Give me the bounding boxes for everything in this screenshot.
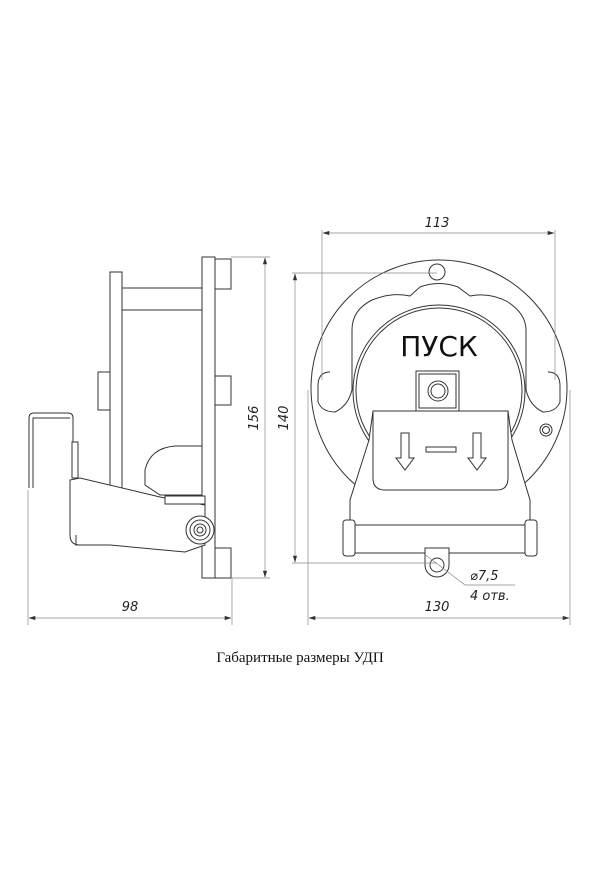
tab-top [214,258,232,290]
front-view: ПУСК 113 140 130 ⌀7,5 4 отв. [277,216,571,625]
arrow-down-icon [395,432,415,471]
dim-156: 156 [247,406,262,431]
mount-hole-top [428,263,446,281]
protective-cover [349,410,531,543]
upper-bar [121,287,203,311]
pusk-label: ПУСК [400,330,478,363]
tab-middle [214,375,232,406]
mount-lug-bottom [424,547,450,578]
side-knob [97,371,111,411]
dim-140: 140 [277,406,292,431]
drawing-caption: Габаритные размеры УДП [216,650,384,666]
hole-diameter: ⌀7,5 [470,569,499,584]
housing-boss [144,445,203,496]
dim-98: 98 [122,600,139,615]
flange-cutout [317,283,561,413]
arrow-down-icon [467,432,487,471]
bracket [28,412,74,488]
dim-113: 113 [425,216,450,231]
hole-count: 4 отв. [470,589,510,604]
axle-end-right [524,519,538,557]
dim-130: 130 [425,600,450,615]
axle-end-left [342,519,356,557]
mount-hole-right [539,423,553,437]
dash-mark [425,446,457,453]
back-plate [109,271,123,491]
tab-bottom [214,547,232,579]
side-view: 156 98 [27,256,270,625]
reset-button [415,370,460,412]
